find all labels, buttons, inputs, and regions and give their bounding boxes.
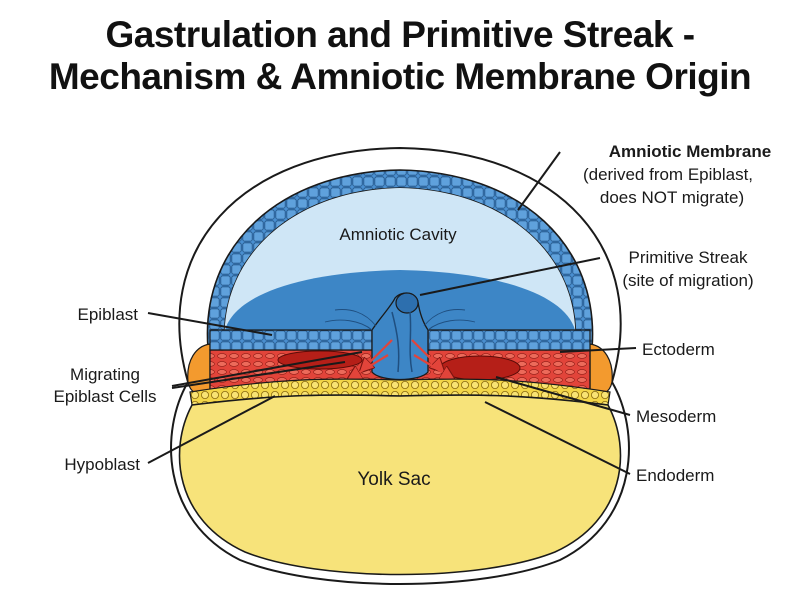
ectoderm-label: Ectoderm [642,340,715,359]
primitive-node [396,293,418,313]
amniotic-cavity-label: Amniotic Cavity [339,225,457,244]
migrating-cells-line-2: Epiblast Cells [54,387,157,406]
primitive-streak-line-2: (site of migration) [622,271,753,290]
migrating-cells-line-1: Migrating [70,365,140,384]
mesoderm-label: Mesoderm [636,407,716,426]
amniotic-membrane-label: Amniotic Membrane (derived from Epiblast… [583,142,771,207]
primitive-streak-label: Primitive Streak (site of migration) [622,248,753,290]
amniotic-membrane-line-2: (derived from Epiblast, [583,165,753,184]
hypoblast-label: Hypoblast [64,455,140,474]
primitive-streak-line-1: Primitive Streak [628,248,748,267]
amniotic-membrane-line-3: does NOT migrate) [600,188,744,207]
mesoderm-pocket-right [440,356,520,380]
migrating-cells-label: Migrating Epiblast Cells [54,365,157,406]
amniotic-membrane-line-1: Amniotic Membrane [609,142,771,161]
endoderm-label: Endoderm [636,466,714,485]
epiblast-label: Epiblast [78,305,139,324]
yolk-sac-label: Yolk Sac [357,469,430,490]
